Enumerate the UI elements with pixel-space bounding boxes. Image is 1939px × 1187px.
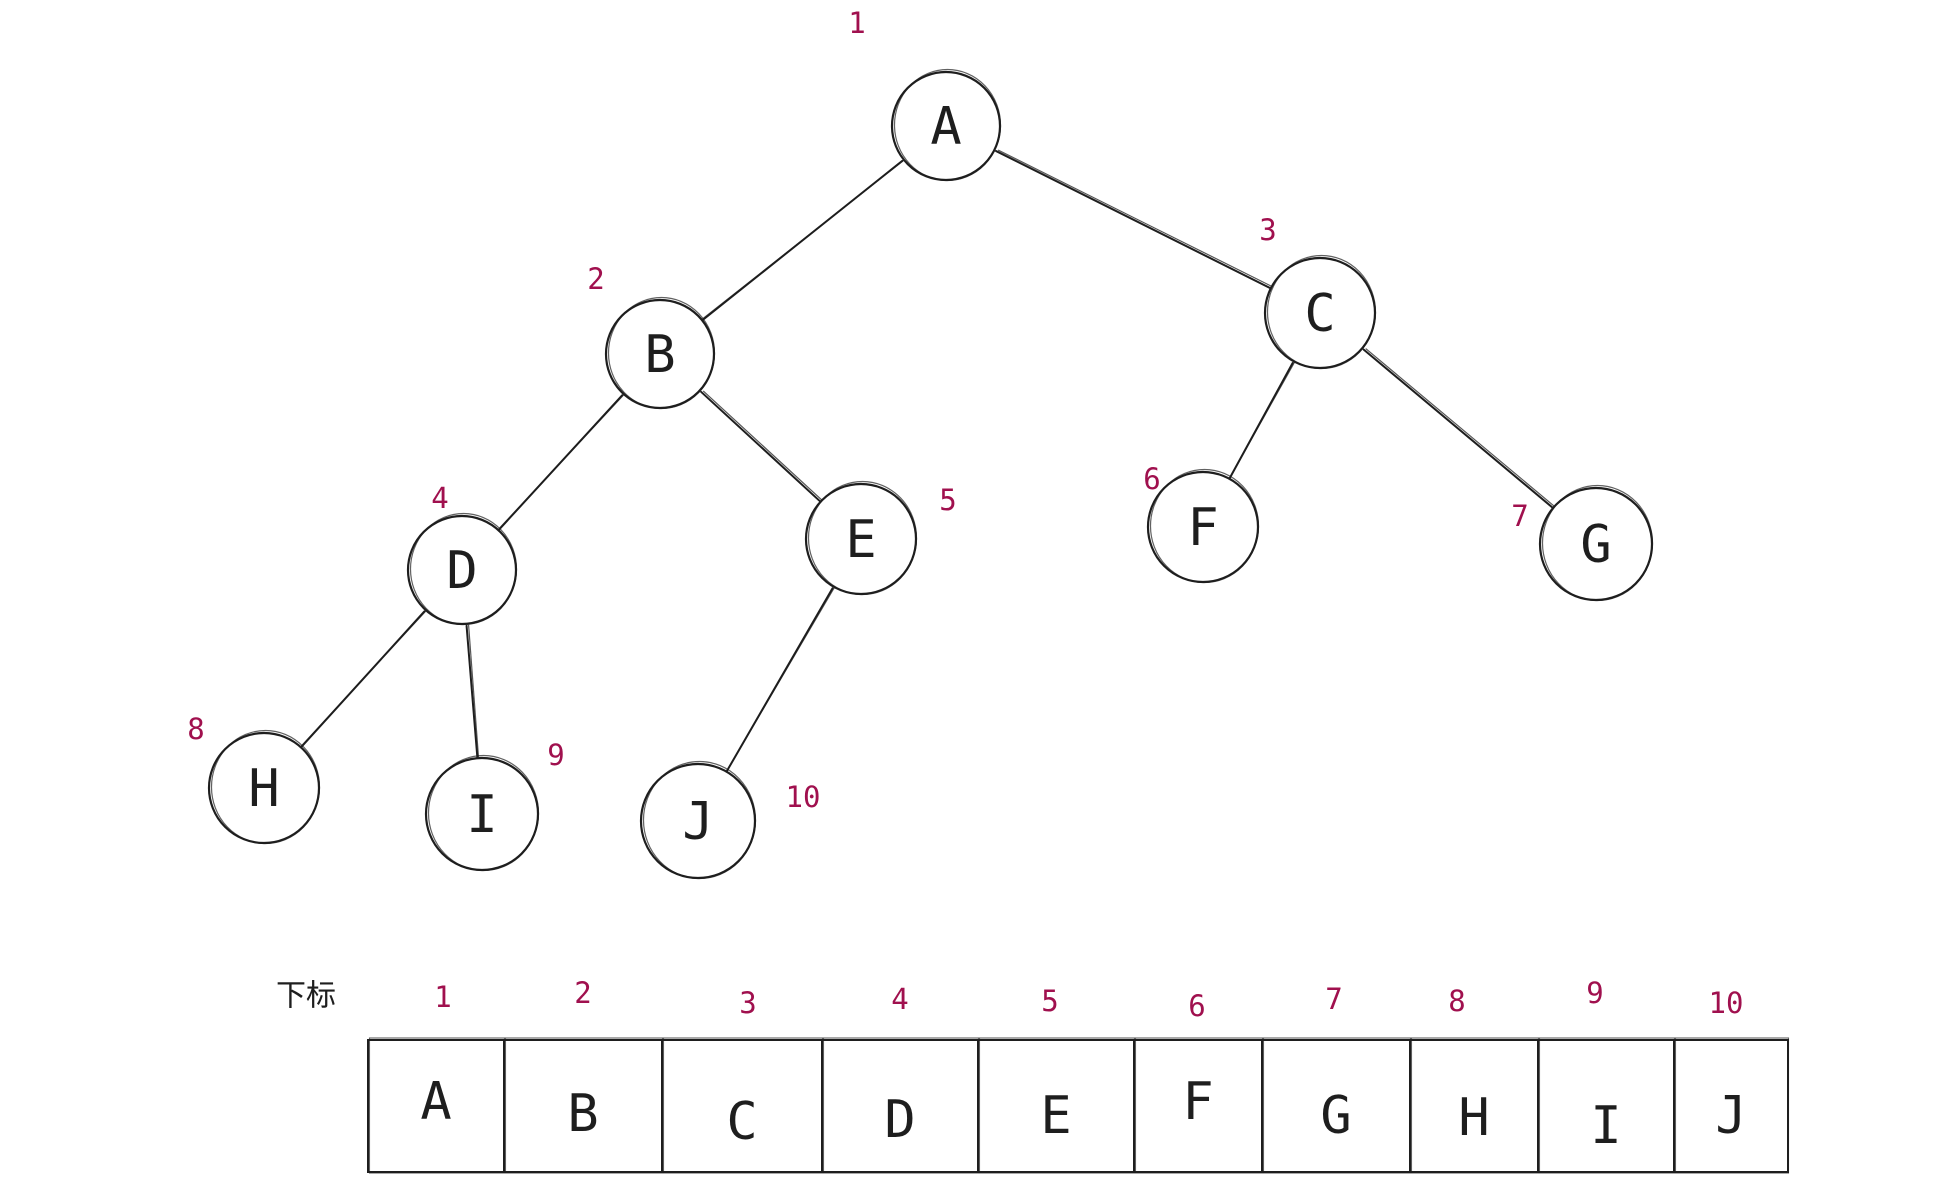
edge-C-F bbox=[1227, 361, 1296, 481]
array-cell-label: G bbox=[1320, 1086, 1351, 1146]
array-cell-label: D bbox=[884, 1090, 915, 1150]
tree-node-label: E bbox=[845, 510, 876, 570]
array-cell-label: H bbox=[1458, 1088, 1489, 1148]
edge-E-J bbox=[725, 587, 835, 774]
array-cell-label: J bbox=[1715, 1086, 1746, 1146]
tree-node-label: D bbox=[446, 541, 477, 601]
array-cell-label: E bbox=[1040, 1086, 1071, 1146]
edge-C-G bbox=[1362, 348, 1556, 510]
tree-node-g: G bbox=[1538, 484, 1654, 602]
edge-B-D bbox=[496, 393, 625, 532]
tree-node-h: H bbox=[207, 729, 321, 845]
tree-node-index-a: 1 bbox=[848, 6, 865, 40]
array-cell-f: F bbox=[1133, 1037, 1264, 1174]
tree-index-labels: 1 2 3 4 5 6 7 8 9 10 bbox=[187, 6, 1528, 814]
tree-node-d: D bbox=[406, 512, 518, 626]
tree-node-index-d: 4 bbox=[431, 481, 448, 515]
edge-B-E bbox=[700, 390, 823, 504]
array-cell-label: B bbox=[567, 1084, 598, 1144]
tree-node-b: B bbox=[604, 296, 716, 410]
tree-node-label: F bbox=[1187, 498, 1218, 558]
array-cell-label: C bbox=[726, 1092, 757, 1152]
array-index-5: 5 bbox=[1041, 984, 1058, 1018]
tree-node-label: B bbox=[644, 325, 675, 385]
tree-node-label: H bbox=[248, 759, 279, 819]
array-cell-g: G bbox=[1261, 1037, 1412, 1174]
array-index-row: 1 2 3 4 5 6 7 8 9 10 bbox=[434, 976, 1743, 1023]
tree-node-index-c: 3 bbox=[1259, 213, 1276, 247]
tree-node-f: F bbox=[1146, 468, 1260, 584]
tree-edges bbox=[299, 149, 1556, 774]
tree-node-label: G bbox=[1580, 515, 1611, 575]
array-cell-d: D bbox=[821, 1037, 980, 1174]
array-index-caption: 下标 bbox=[276, 979, 336, 1014]
tree-node-index-j: 10 bbox=[786, 780, 821, 814]
tree-node-index-b: 2 bbox=[587, 262, 604, 296]
array-cell-label: A bbox=[420, 1072, 451, 1132]
tree-node-index-h: 8 bbox=[187, 712, 204, 746]
tree-node-label: I bbox=[466, 785, 497, 845]
array-cell-e: E bbox=[977, 1037, 1136, 1174]
array-cell-a: A bbox=[367, 1037, 506, 1174]
tree-node-index-i: 9 bbox=[547, 738, 564, 772]
array-cell-c: C bbox=[661, 1037, 824, 1174]
array-cell-label: I bbox=[1590, 1096, 1621, 1156]
array-index-10: 10 bbox=[1709, 986, 1744, 1020]
edge-D-I bbox=[465, 624, 480, 761]
array-index-1: 1 bbox=[434, 980, 451, 1014]
edge-D-H bbox=[299, 610, 427, 750]
tree-node-a: A bbox=[890, 68, 1002, 182]
tree-node-j: J bbox=[639, 760, 757, 880]
tree-node-label: J bbox=[682, 792, 713, 852]
array-cell-label: F bbox=[1182, 1072, 1213, 1132]
array-cell-i: I bbox=[1537, 1037, 1676, 1174]
array-cell-row: A B C D E F G H I J bbox=[367, 1037, 1790, 1174]
tree-node-index-f: 6 bbox=[1143, 462, 1160, 496]
tree-node-label: C bbox=[1304, 284, 1335, 344]
tree-node-c: C bbox=[1263, 254, 1377, 370]
array-cell-b: B bbox=[503, 1037, 664, 1174]
array-representation: 下标 1 2 3 4 5 6 7 8 9 10 A B C D E F G H I J bbox=[276, 976, 1790, 1174]
array-index-6: 6 bbox=[1188, 989, 1205, 1023]
array-index-7: 7 bbox=[1325, 982, 1342, 1016]
tree-nodes: A B C D E F G H I J bbox=[207, 68, 1654, 880]
array-index-3: 3 bbox=[739, 986, 756, 1020]
tree-node-i: I bbox=[424, 754, 540, 872]
edge-A-B bbox=[700, 159, 905, 322]
tree-node-index-g: 7 bbox=[1511, 499, 1528, 533]
array-index-4: 4 bbox=[891, 982, 908, 1016]
tree-node-index-e: 5 bbox=[939, 483, 956, 517]
array-cell-j: J bbox=[1673, 1037, 1790, 1174]
array-cell-h: H bbox=[1409, 1037, 1540, 1174]
array-index-2: 2 bbox=[574, 976, 591, 1010]
tree-node-label: A bbox=[930, 97, 961, 157]
array-index-8: 8 bbox=[1448, 984, 1465, 1018]
edge-A-C bbox=[995, 149, 1273, 290]
array-index-9: 9 bbox=[1586, 976, 1603, 1010]
tree-node-e: E bbox=[804, 480, 918, 596]
